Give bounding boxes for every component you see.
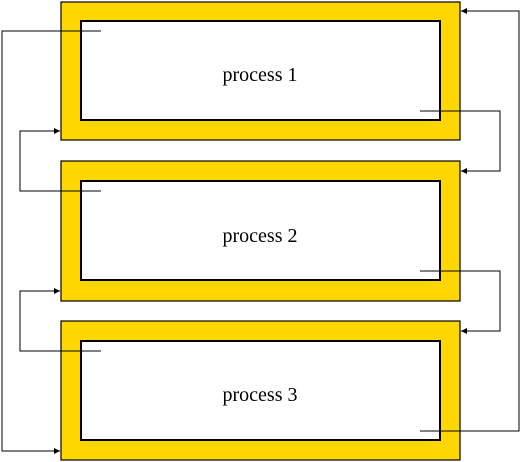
connector-1-to-2 [420, 110, 501, 174]
process-3-box: process 3 [60, 320, 461, 461]
process-1-inner [80, 20, 441, 121]
connector-3-to-2 [19, 288, 101, 352]
connector-2-to-3 [420, 270, 501, 334]
process-2-box: process 2 [60, 160, 461, 302]
process-2-label: process 2 [223, 225, 298, 247]
process-1-box: process 1 [60, 1, 461, 141]
process-3-inner [80, 340, 441, 441]
process-1-label: process 1 [223, 64, 298, 86]
process-3-label: process 3 [223, 384, 298, 406]
connector-2-to-1 [19, 128, 101, 192]
connector-3-to-1 [420, 8, 520, 432]
connector-1-to-3 [1, 30, 101, 454]
process-2-inner [80, 180, 441, 281]
